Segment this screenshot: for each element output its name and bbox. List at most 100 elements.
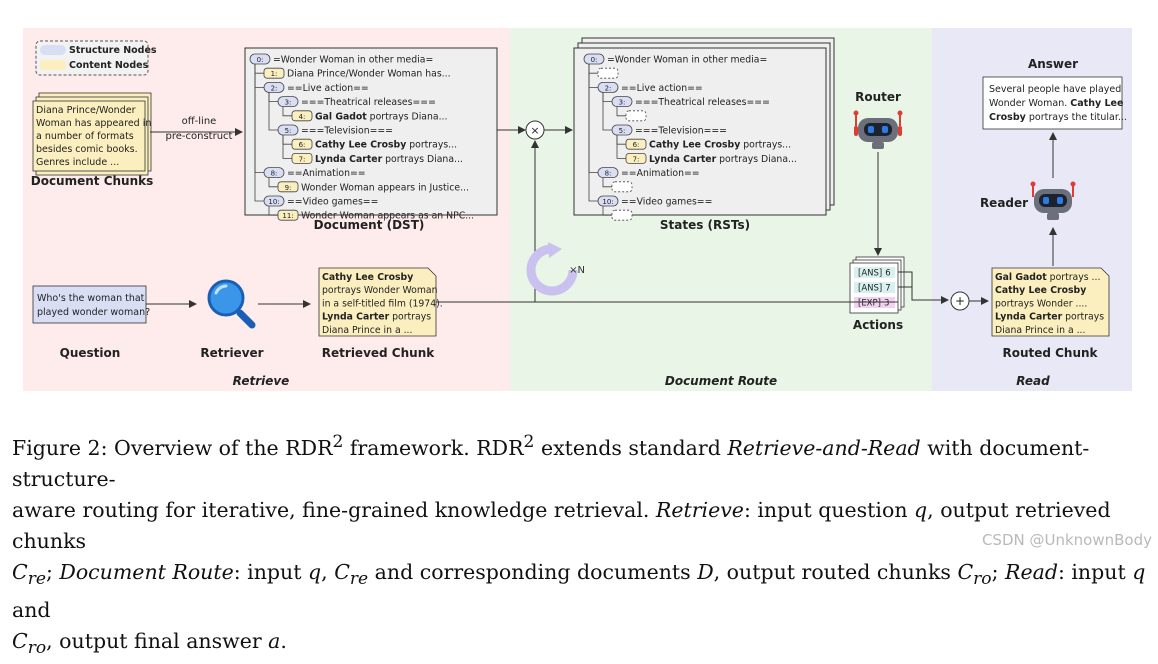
action-item-bg [854,267,895,278]
document-chunks-label: Document Chunks [31,174,154,188]
rst-node [625,110,647,122]
dst-edge [268,177,278,188]
dst-node-number: 0: [257,56,264,64]
dst-node-text: ==Animation== [287,168,366,179]
retrieved-chunk-box [318,267,437,337]
dst-node [291,110,313,122]
dst-node-text: Wonder Woman appears in Justice... [301,182,469,193]
rst-node [597,67,619,79]
dst-node [277,209,299,221]
retrieved-chunk-line: Lynda Carter portrays [322,312,431,323]
rst-node-text: Lynda Carter portrays Diana... [649,154,797,165]
retrieve-section-title: Retrieve [233,374,290,388]
question-line-2: played wonder woman? [37,307,150,318]
reader-label: Reader [980,196,1028,210]
dst-node-number: 7: [299,155,306,163]
answer-label: Answer [1028,57,1078,71]
rst-edge [602,206,612,216]
doc-chunk-line-2: Woman has appeared in [36,118,151,129]
rst-node-text: ==Video games== [621,197,712,208]
action-item: [ANS]6 [858,269,891,279]
plus-symbol: + [955,294,965,308]
multiply-symbol: × [530,124,539,137]
dst-edge [282,106,292,117]
rst-node-text: ==Live action== [621,83,703,94]
router-robot-icon [853,110,903,149]
retrieved-chunk-line: in a self-titled film (1974). [322,298,443,309]
dst-node-text: ==Live action== [287,83,369,94]
legend-content-label: Content Nodes [69,60,149,71]
dst-node-number: 5: [285,127,292,135]
routed-chunk-line: portrays Wonder .... [995,298,1087,309]
actions-label: Actions [853,318,903,332]
rst-node-text: ==Animation== [621,168,700,179]
dst-edge [268,206,278,216]
routed-chunk-line: Cathy Lee Crosby [995,285,1086,296]
rst-node-number: 5: [619,127,626,135]
dst-node [263,167,285,179]
rst-node [583,53,605,65]
answer-line-3: Crosby portrays the titular... [989,112,1127,123]
dst-node [263,67,285,79]
retriever-label: Retriever [200,346,263,360]
legend: Structure Nodes Content Nodes [35,40,157,76]
dst-node-number: 11: [282,212,293,220]
doc-chunk-line-3: a number of formats [36,131,134,142]
dst-node [263,195,285,207]
rst-node [611,209,633,221]
dst-node-text: Cathy Lee Crosby portrays... [315,140,457,151]
rst-node-number: 0: [591,56,598,64]
action-item: [EXP]3 [858,299,889,309]
legend-content-swatch [40,60,66,70]
dst-node-text: Wonder Woman appears as an NPC... [301,211,474,222]
dst-node-number: 1: [271,70,278,78]
rst-node-text: ===Theatrical releases=== [635,97,770,108]
dst-node-number: 3: [285,99,292,107]
loop-icon [526,242,578,296]
rst-node [597,82,619,93]
dst-node [277,124,299,136]
retrieved-chunk-line: Cathy Lee Crosby [322,272,413,283]
watermark: CSDN @UnknownBody [981,531,1152,549]
dst-node-number: 4: [299,113,306,121]
routed-chunk-line: Diana Prince in a ... [995,325,1085,336]
rdr-framework-diagram: Structure Nodes Content Nodes Diana Prin… [23,28,1132,391]
rst-node-text: ===Television=== [635,126,727,137]
rst-node-text: =Wonder Woman in other media= [607,55,767,66]
dst-node [249,53,271,65]
rst-node-number: 8: [605,170,612,178]
dst-label: Document (DST) [314,218,425,232]
document-chunks: Diana Prince/Wonder Woman has appeared i… [32,92,152,176]
dst-node [263,82,285,93]
dst-node-text: Lynda Carter portrays Diana... [315,154,463,165]
rst-node [625,138,647,150]
rst-edge [588,64,598,202]
reader-robot-icon [1030,181,1076,220]
dst-tree: 0: =Wonder Woman in other media= 1: Diana P… [249,53,474,222]
dst-node-text: Diana Prince/Wonder Woman has... [287,69,451,80]
router-label: Router [855,90,901,104]
question-box [32,285,147,324]
dst-edge [268,92,278,131]
dst-edge [254,64,264,202]
answer-line-2: Wonder Woman. Cathy Lee [989,98,1123,109]
rst-node-text: Cathy Lee Crosby portrays... [649,140,791,151]
routed-chunk-label: Routed Chunk [1002,346,1098,360]
question-line-1: Who's the woman that [37,293,145,304]
rst-node-number: 10: [602,198,613,206]
preconstruct-line1: off-line [182,116,217,127]
answer-box [982,76,1123,130]
rst-node [597,167,619,179]
dst-node [291,138,313,150]
dst-node-text: =Wonder Woman in other media= [273,55,433,66]
doc-chunk-line-1: Diana Prince/Wonder [36,105,136,116]
answer-line-1: Several people have played [989,84,1121,95]
dst-node-number: 6: [299,141,306,149]
magnifier-icon [207,279,256,329]
dst-edge [282,135,292,159]
loop-count: ×N [569,265,585,276]
dst-node-number: 8: [271,170,278,178]
rst-edge [602,92,612,131]
question-label: Question [60,346,121,360]
